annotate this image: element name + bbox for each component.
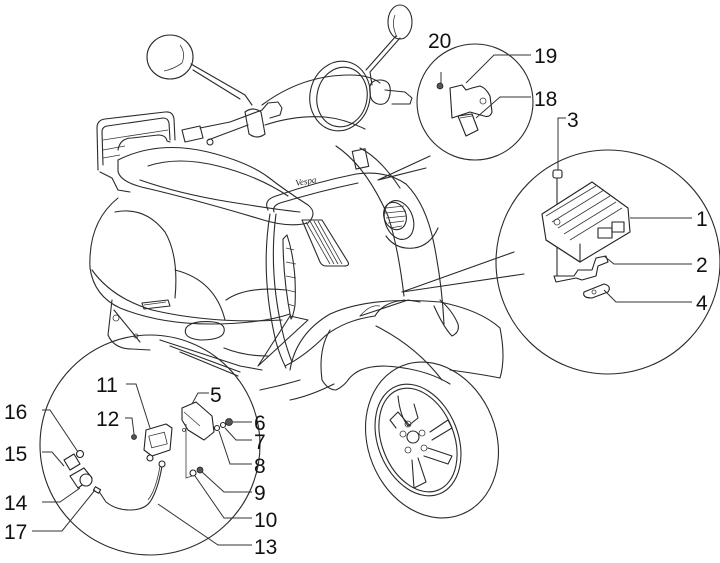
headset [309,60,371,132]
callout-20: 20 [428,30,451,53]
relay-part-18 [457,113,479,137]
seat [117,146,314,226]
callout-7: 7 [254,431,266,454]
front-wheel [364,361,500,519]
nut-part-6 [225,418,233,426]
handlebar [181,74,413,146]
callout-12: 12 [96,408,119,431]
handlebar-detail-pointer [377,155,431,181]
scooter-illustration: Vespa [89,4,525,519]
callout-15: 15 [4,443,27,466]
left-mirror [146,34,253,106]
callout-17: 17 [4,521,27,544]
washer-part-8 [213,424,221,432]
handlebar-detail [416,43,534,161]
leg-shield: Vespa [265,145,445,369]
ignition-detail-pointer [257,315,309,367]
screw-part-12 [131,434,137,440]
callout-1: 1 [696,208,708,231]
screw-part-3 [552,169,563,179]
terminal-part-17 [92,486,102,494]
callout-14: 14 [4,492,28,515]
regulator-detail-pointer [401,251,525,293]
cap-part-16 [75,449,85,459]
leader-lines [32,54,692,546]
callout-11: 11 [96,374,118,397]
right-mirror [365,4,413,86]
callout-16: 16 [4,401,27,424]
callout-4: 4 [696,292,708,315]
plate-part-4 [583,283,610,299]
wire-part-13 [97,465,163,511]
callout-19: 19 [534,45,557,68]
ignition-detail [39,334,261,556]
callout-18: 18 [534,88,557,111]
callout-9: 9 [254,482,266,505]
callout-3: 3 [567,109,579,132]
bracket-part-19 [449,84,493,119]
rear-cowl [89,197,291,377]
callout-10: 10 [254,509,277,532]
callout-8: 8 [254,455,266,478]
callout-labels: 20 19 18 3 1 2 4 5 6 7 8 9 10 11 12 13 1… [4,30,708,559]
nut-part-20 [436,82,444,90]
front-fender [259,299,504,401]
voltage-regulator-part-1 [541,181,631,263]
regulator-detail [495,149,720,375]
callout-2: 2 [696,254,708,277]
ignition-unit-part-11 [143,423,173,457]
connector-part-15 [63,453,81,471]
bracket-part-2 [553,255,609,283]
callout-5: 5 [210,384,222,407]
rear-rack [96,111,176,193]
nut-part-9 [196,466,204,474]
callout-13: 13 [254,536,277,559]
vespa-logo: Vespa [295,174,318,188]
cover-part-5 [181,401,215,441]
callout-6: 6 [254,412,266,435]
washer-part-10 [189,469,197,477]
washer-part-7 [219,421,227,429]
